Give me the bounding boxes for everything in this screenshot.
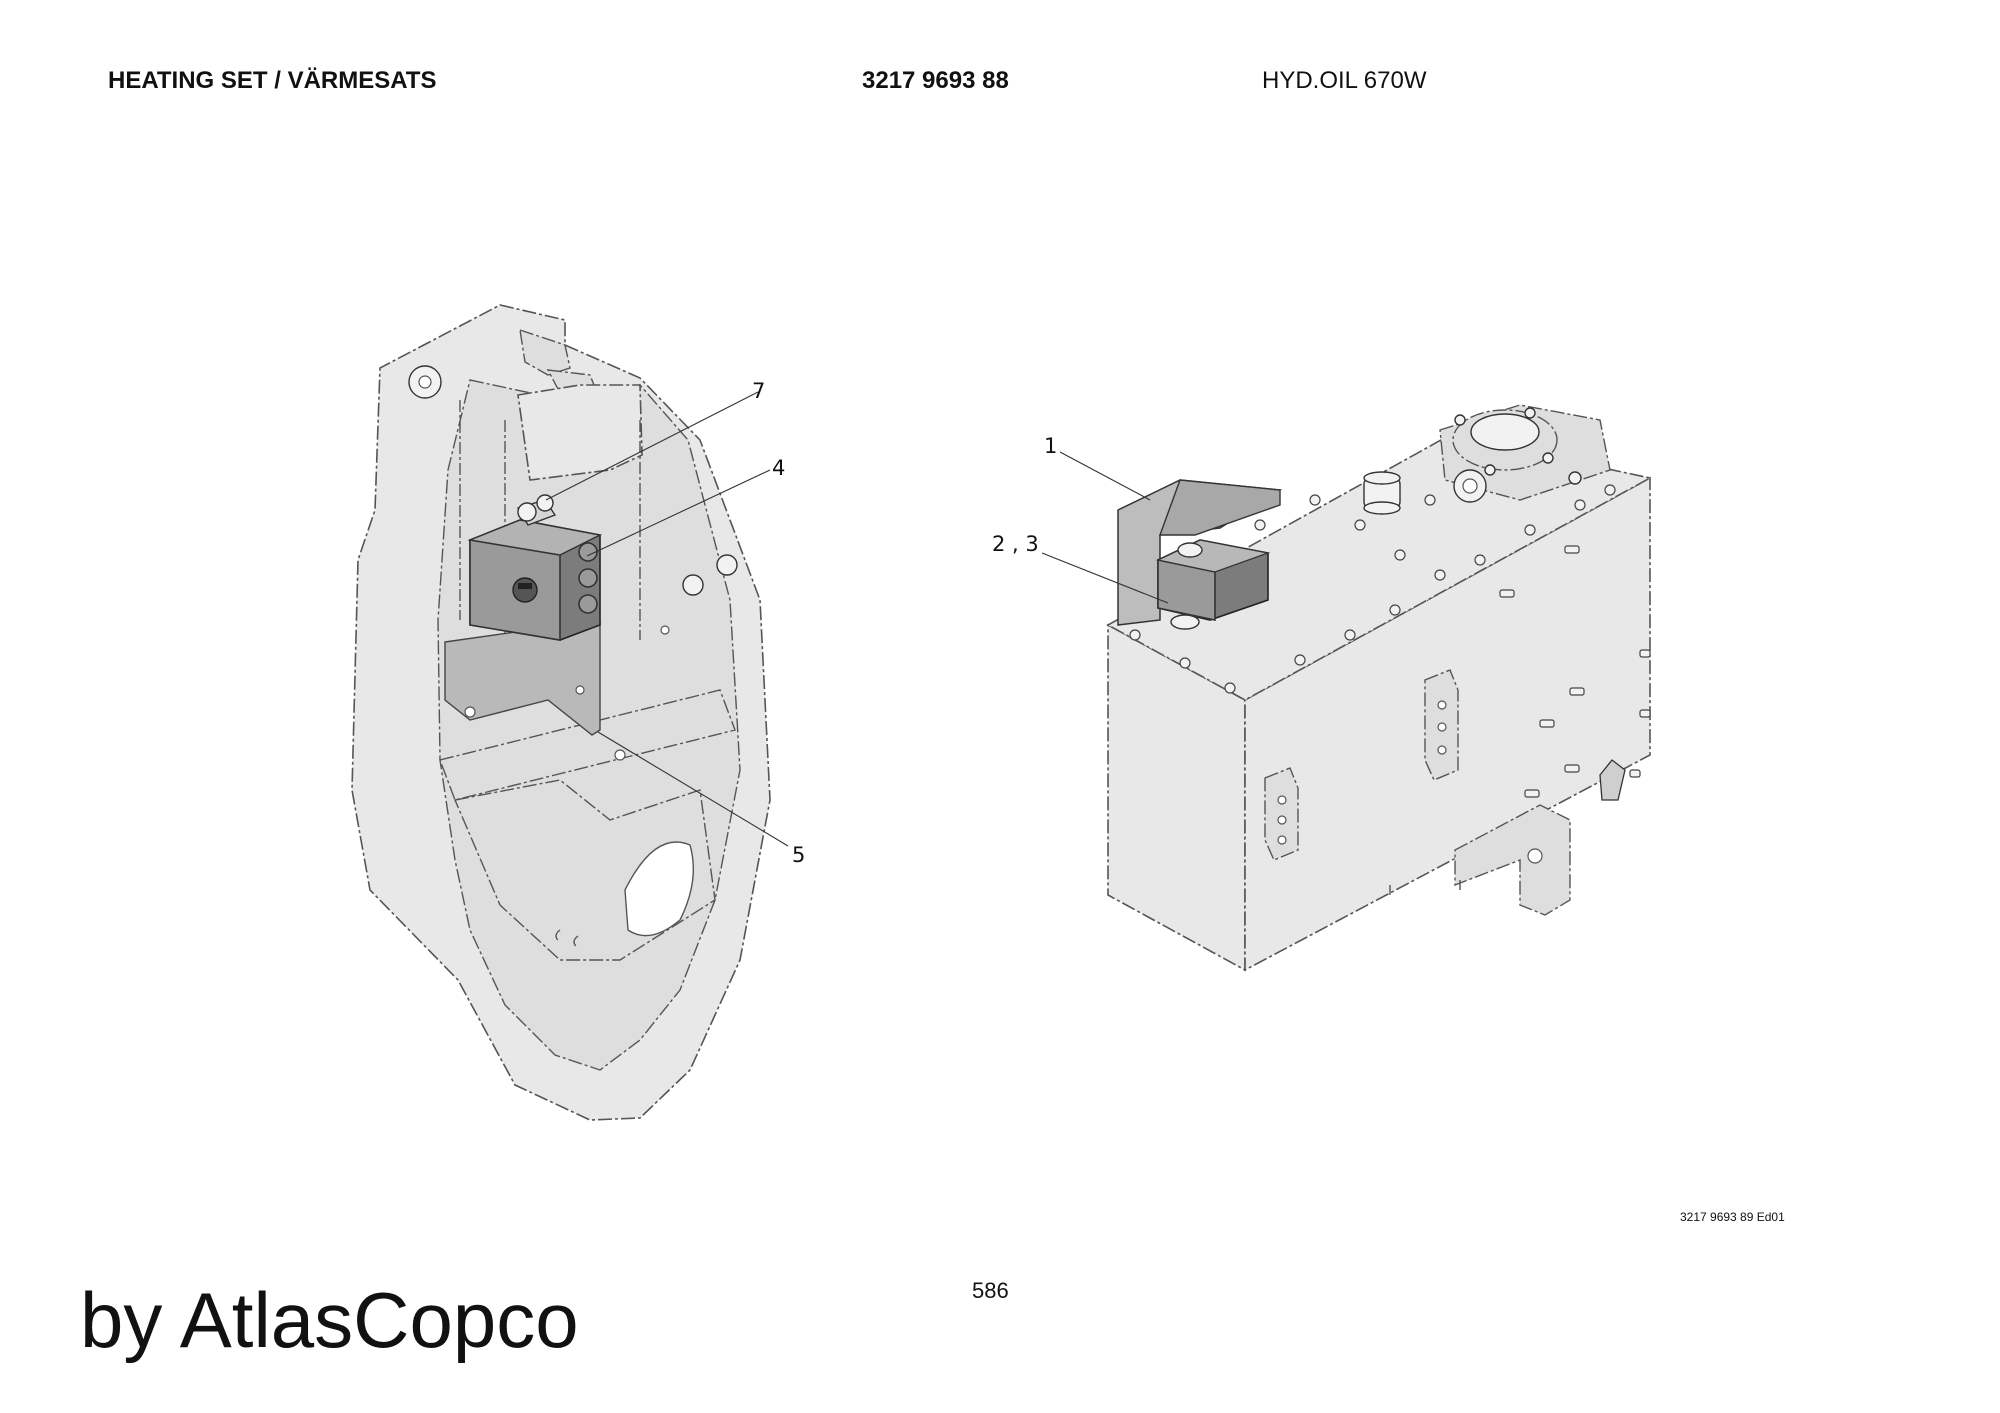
- callout-7: 7: [752, 379, 765, 403]
- document-reference: 3217 9693 89 Ed01: [1680, 1210, 1785, 1224]
- page-title: HEATING SET / VÄRMESATS: [108, 67, 437, 94]
- frame-assembly: [351, 304, 771, 1121]
- part-number: 3217 9693 88: [862, 67, 1009, 94]
- leader-line-5: [597, 731, 789, 847]
- model-label: HYD.OIL 670W: [1262, 67, 1427, 94]
- callout-group: 7 4 5 1 2 , 3: [545, 379, 1169, 867]
- leader-line-23: [1041, 552, 1169, 604]
- callout-1: 1: [1044, 434, 1057, 458]
- tank-assembly: [1106, 404, 1653, 972]
- leader-line-4: [586, 469, 771, 557]
- brand-wordmark: by AtlasCopco: [80, 1276, 579, 1364]
- leader-line-7: [545, 391, 759, 501]
- callout-4: 4: [772, 456, 785, 480]
- page-number: 586: [972, 1278, 1009, 1303]
- callout-5: 5: [792, 843, 805, 867]
- callout-2-3: 2 , 3: [992, 532, 1039, 556]
- leader-line-1: [1059, 451, 1151, 501]
